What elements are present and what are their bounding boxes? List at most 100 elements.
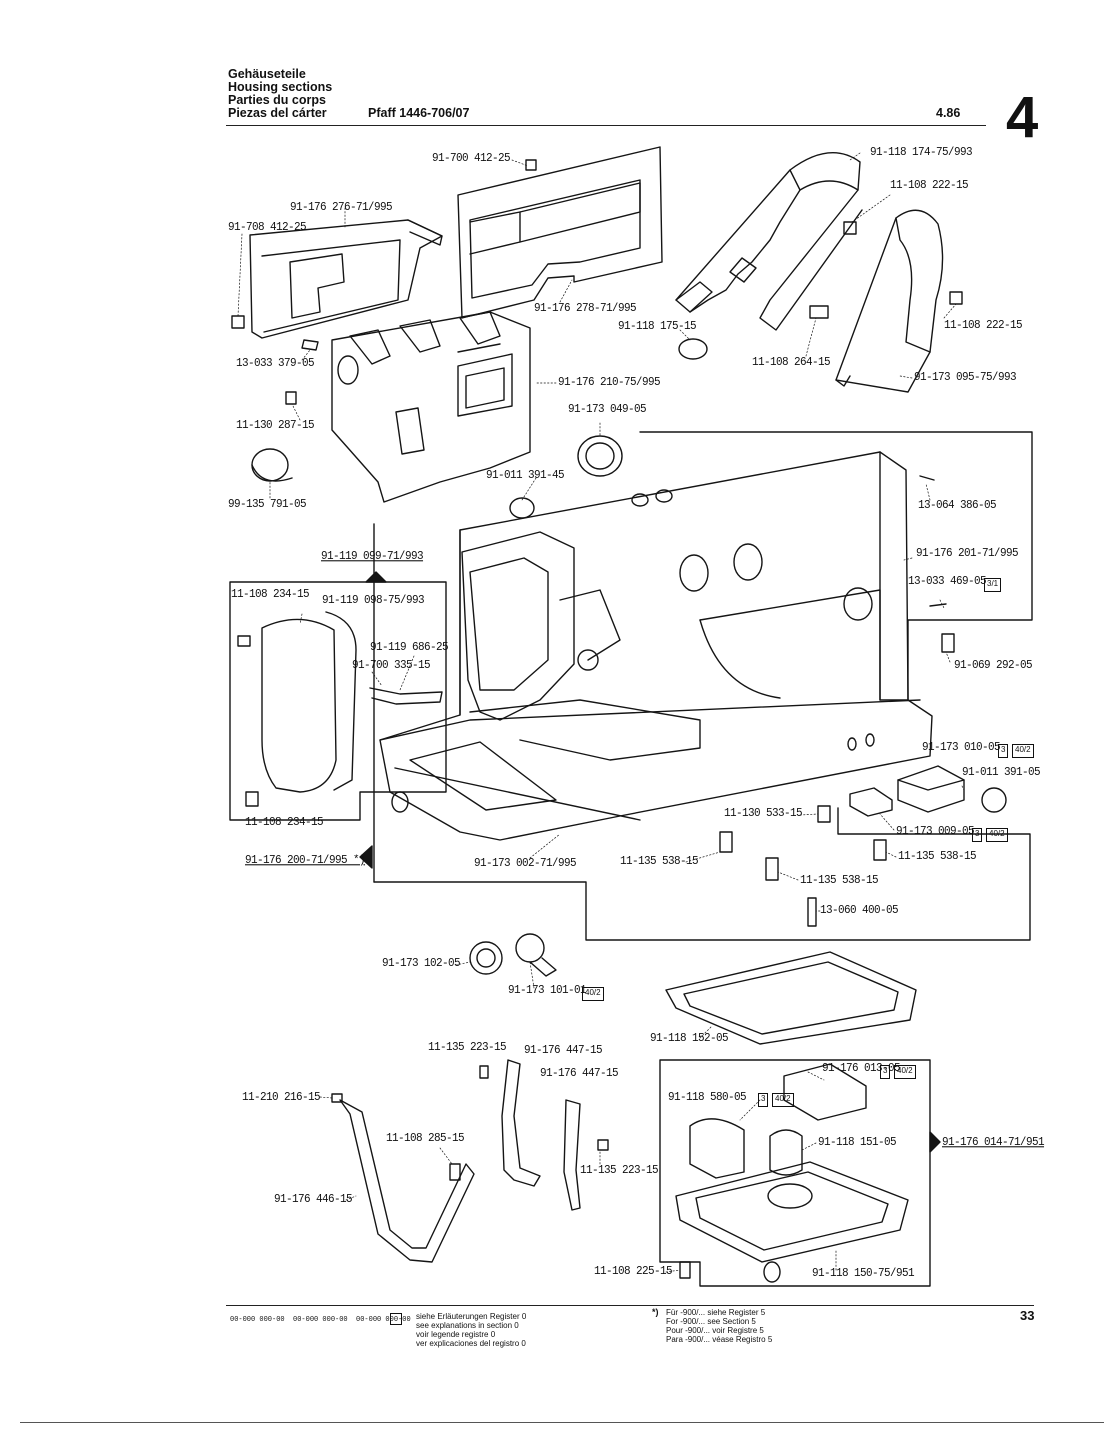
part-label: 91-173 002-71/995 bbox=[474, 857, 577, 871]
part-label: 11-130 533-15 bbox=[724, 807, 803, 821]
rubber-blocks bbox=[849, 765, 1007, 817]
part-label: 91-173 009-05 bbox=[896, 825, 975, 839]
part-label: 91-176 446-15 bbox=[274, 1193, 353, 1207]
part-label: 91-118 175-15 bbox=[618, 320, 697, 334]
register-badge: 40/2 bbox=[772, 1093, 794, 1107]
head-column bbox=[461, 531, 621, 721]
model-label: Pfaff 1446-706/07 bbox=[368, 106, 470, 120]
part-label: 91-173 101-01 bbox=[508, 984, 587, 998]
part-label: 91-173 049-05 bbox=[568, 403, 647, 417]
part-label: 91-173 010-05 bbox=[922, 741, 1001, 755]
part-label: 91-118 174-75/993 bbox=[870, 146, 973, 160]
cover-gasket bbox=[457, 146, 663, 319]
register-badge: 3/1 bbox=[984, 578, 1002, 592]
part-label: 11-108 222-15 bbox=[944, 319, 1023, 333]
part-label: 13-064 386-05 bbox=[918, 499, 997, 513]
part-label: 91-700 335-15 bbox=[352, 659, 431, 673]
part-label: 91-176 447-15 bbox=[524, 1044, 603, 1058]
part-label: 91-118 152-05 bbox=[650, 1032, 729, 1046]
part-label: 91-118 151-05 bbox=[818, 1136, 897, 1150]
part-label: 11-130 287-15 bbox=[236, 419, 315, 433]
part-label: 91-011 391-05 bbox=[962, 766, 1041, 780]
part-label: 11-210 216-15 bbox=[242, 1091, 321, 1105]
bed-box-bottom bbox=[373, 807, 1031, 941]
leader-lines bbox=[237, 152, 965, 1273]
register-badge: 3 bbox=[972, 828, 983, 842]
part-label: 11-135 538-15 bbox=[898, 850, 977, 864]
part-label: 91-069 292-05 bbox=[954, 659, 1033, 673]
part-label: 11-108 225-15 bbox=[594, 1265, 673, 1279]
page-number: 33 bbox=[1020, 1308, 1035, 1323]
footer-rule bbox=[226, 1305, 1034, 1306]
part-label: 91-119 686-25 bbox=[370, 641, 449, 655]
part-label: 91-708 412-25 bbox=[228, 221, 307, 235]
arm-housing bbox=[331, 311, 531, 503]
part-label: 91-011 391-45 bbox=[486, 469, 565, 483]
face-plate-box bbox=[229, 581, 447, 821]
title-de: Gehäuseteile bbox=[228, 67, 306, 81]
oil-pan-box bbox=[659, 1059, 931, 1287]
title-en: Housing sections bbox=[228, 80, 333, 94]
register-badge: 3 bbox=[880, 1065, 891, 1079]
part-label: 11-135 223-15 bbox=[580, 1164, 659, 1178]
footer-code: 00-000 000-00 bbox=[293, 1316, 348, 1324]
register-badge: 40/2 bbox=[1012, 744, 1034, 758]
footer-legend: siehe Erläuterungen Register 0 see expla… bbox=[416, 1312, 527, 1348]
part-label: 91-176 447-15 bbox=[540, 1067, 619, 1081]
part-label: 91-176 276-71/995 bbox=[290, 201, 393, 215]
caps bbox=[251, 338, 708, 519]
part-label: 91-176 278-71/995 bbox=[534, 302, 637, 316]
part-label-assembly: 91-119 099-71/993 bbox=[321, 550, 424, 564]
oil-pan-gasket bbox=[665, 951, 917, 1045]
arrow-up bbox=[365, 571, 387, 583]
part-label: 11-135 538-15 bbox=[800, 874, 879, 888]
register-badge: 40/2 bbox=[986, 828, 1008, 842]
part-label: 91-173 102-05 bbox=[382, 957, 461, 971]
plugs bbox=[469, 933, 557, 977]
part-label-assembly: 91-176 200-71/995 *) bbox=[245, 854, 366, 868]
part-label: 11-108 234-15 bbox=[231, 588, 310, 602]
register-badge: 3 bbox=[758, 1093, 769, 1107]
part-label: 13-060 400-05 bbox=[820, 904, 899, 918]
part-label: 11-108 234-15 bbox=[245, 816, 324, 830]
section-number: 4 bbox=[1006, 85, 1039, 150]
side-cover bbox=[835, 209, 944, 393]
screws bbox=[231, 159, 963, 1279]
face-plate bbox=[261, 611, 443, 793]
part-label: 11-135 538-15 bbox=[620, 855, 699, 869]
part-label: 11-135 223-15 bbox=[428, 1041, 507, 1055]
register-badge: 40/2 bbox=[894, 1065, 916, 1079]
part-label: 91-119 098-75/993 bbox=[322, 594, 425, 608]
belt-cover bbox=[675, 152, 863, 331]
part-label: 11-108 222-15 bbox=[890, 179, 969, 193]
machine-base bbox=[379, 451, 933, 841]
arrow-right bbox=[929, 1131, 941, 1153]
title-block: Gehäuseteile Housing sections Parties du… bbox=[228, 68, 332, 120]
part-label-assembly: 91-176 014-71/951 bbox=[942, 1136, 1045, 1150]
footer-code: 00-000 000-00 bbox=[356, 1316, 411, 1324]
part-label: 91-173 095-75/993 bbox=[914, 371, 1017, 385]
part-label: 91-118 580-05 bbox=[668, 1091, 747, 1105]
register-badge: 3 bbox=[998, 744, 1009, 758]
register-badge: 40/2 bbox=[582, 987, 604, 1001]
support-brackets bbox=[339, 1059, 581, 1263]
footnote-marker: *) bbox=[652, 1307, 659, 1317]
bed-box-top bbox=[639, 431, 1033, 701]
legend-box-icon bbox=[390, 1313, 402, 1325]
header-rule bbox=[226, 125, 986, 126]
oil-pan bbox=[675, 1063, 909, 1283]
part-label: 91-118 150-75/951 bbox=[812, 1267, 915, 1281]
part-label: 13-033 469-05 bbox=[908, 575, 987, 589]
arrow-left bbox=[359, 845, 373, 869]
footer-codes: 00-000 000-00 00-000 000-00 00-000 000-0… bbox=[230, 1316, 411, 1325]
part-label: 91-700 412-25 bbox=[432, 152, 511, 166]
part-label: 91-176 210-75/995 bbox=[558, 376, 661, 390]
part-label: 13-033 379-05 bbox=[236, 357, 315, 371]
part-label: 99-135 791-05 bbox=[228, 498, 307, 512]
scan-edge-line bbox=[20, 1422, 1104, 1423]
title-es: Piezas del cárter bbox=[228, 106, 327, 120]
title-fr: Parties du corps bbox=[228, 93, 326, 107]
part-label: 11-108 285-15 bbox=[386, 1132, 465, 1146]
date-label: 4.86 bbox=[936, 106, 961, 120]
